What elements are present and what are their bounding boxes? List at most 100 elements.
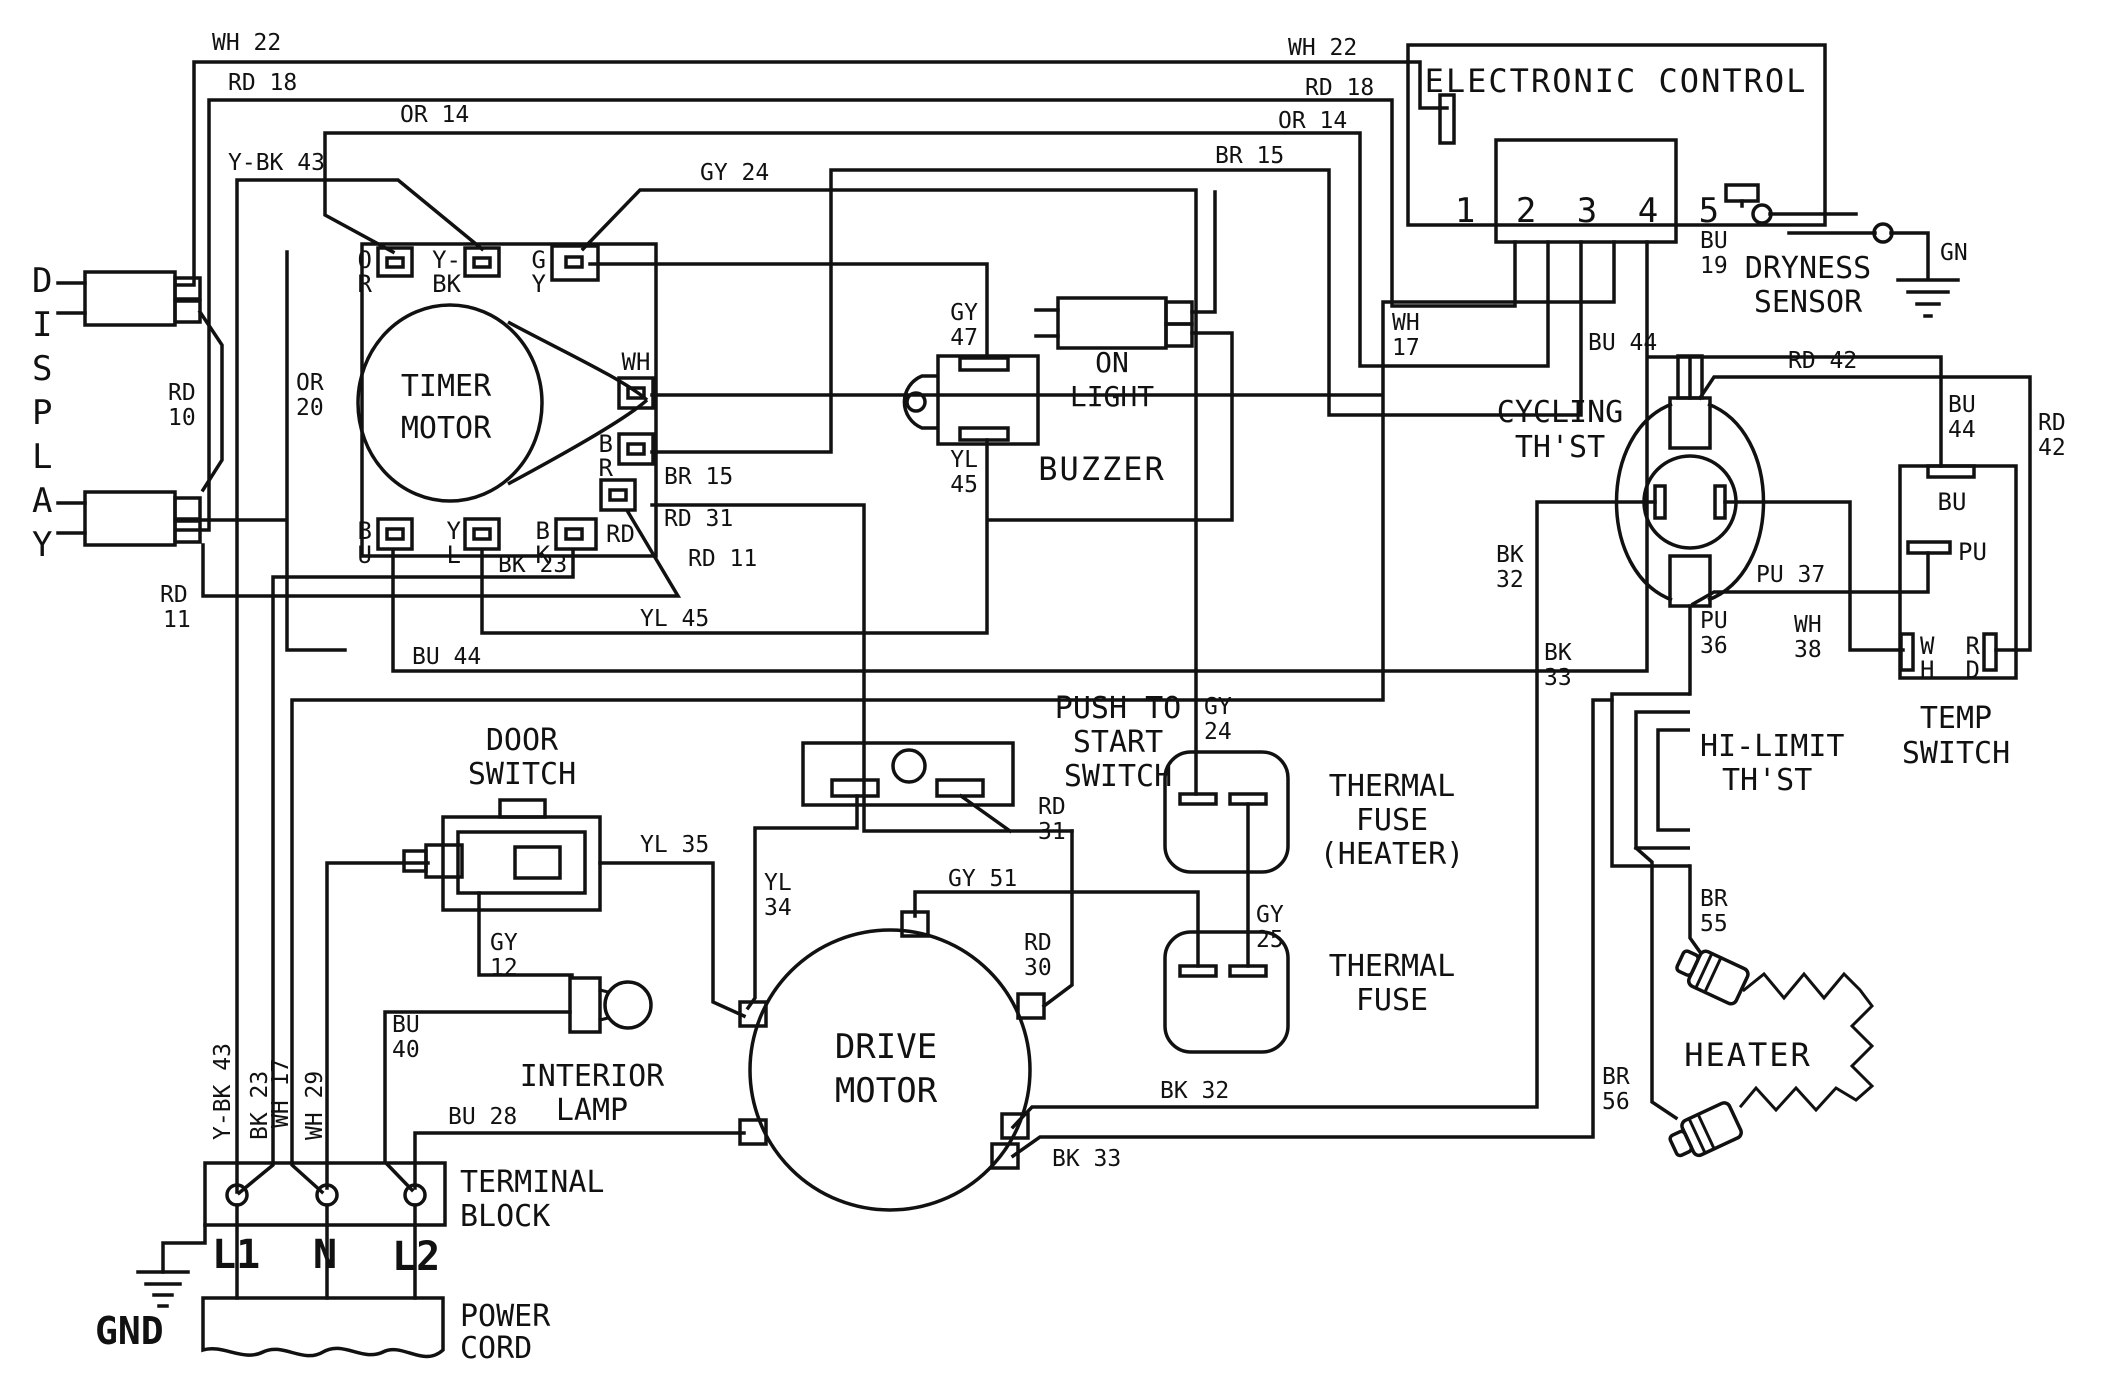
label-bu19-2: 19 [1700, 253, 1728, 279]
ec-connector-box [1494, 138, 1678, 244]
terminal-letter: G [532, 246, 546, 274]
wire-gy24 [580, 188, 1198, 796]
terminal-letter: L [447, 541, 461, 569]
label-br55-2: 55 [1700, 911, 1728, 937]
tf-label-2: FUSE [1356, 983, 1428, 1018]
pts-slot-left [830, 778, 880, 798]
wire-yl35 [598, 861, 747, 1019]
label-rd11-display-2: 11 [163, 607, 191, 633]
temp-terminal-label: R [1966, 632, 1981, 660]
terminal-slot [564, 527, 584, 541]
fuse-slot [1178, 964, 1218, 978]
wire-labels: WH 22 RD 18 OR 14 Y-BK 43 GY 24 WH 22 RD… [160, 30, 2066, 1172]
label-bk23-timer: BK 23 [498, 552, 567, 578]
fuse-slot [1228, 964, 1268, 978]
label-bu40-1: BU [392, 1012, 420, 1038]
label-bk33-1: BK [1544, 640, 1572, 666]
power-cord-outline [201, 1296, 445, 1359]
wire-bu40 [383, 1010, 572, 1193]
ground-icon [1896, 278, 1960, 318]
label-yl45-buzzer-1: YL [950, 447, 978, 473]
tf-heater-label-1: THERMAL [1329, 769, 1455, 804]
n-label: N [313, 1232, 337, 1278]
label-rd11-display-1: RD [160, 582, 188, 608]
tf-heater-label-2: FUSE [1356, 803, 1428, 838]
display-connector-upper [83, 270, 177, 327]
plug-tip [1675, 949, 1700, 977]
label-br55-1: BR [1700, 886, 1728, 912]
wire-wh17 [290, 240, 1616, 1195]
wire-br55 [1688, 864, 1703, 955]
l1-label: L1 [212, 1232, 260, 1278]
label-gy25-2: 25 [1256, 927, 1284, 953]
terminal-box [599, 478, 637, 512]
ec-pin-numbers: 1 2 3 4 5 [1455, 191, 1729, 231]
terminal-n [315, 1183, 339, 1207]
dryness-label-1: DRYNESS [1745, 251, 1871, 286]
label-pu37: PU 37 [1756, 562, 1825, 588]
label-bu44-temp-1: BU [1948, 392, 1976, 418]
temp-slot-rd [1982, 632, 1998, 672]
timer-terminal-or: O R [358, 246, 414, 298]
wire-rd10 [197, 309, 224, 493]
motor-terminal-right-bottom [990, 1142, 1020, 1170]
wire-br15 [650, 168, 1583, 454]
label-or20-2: 20 [296, 395, 324, 421]
terminal-letter: B [599, 430, 613, 458]
label-wh22-right: WH 22 [1288, 35, 1357, 61]
label-rd30-1: RD [1024, 930, 1052, 956]
plug-body [1680, 1101, 1743, 1158]
display-prongs-upper [56, 281, 87, 315]
wire-gy12 [477, 891, 574, 977]
tf-heater-label-3: (HEATER) [1320, 837, 1465, 872]
cycling-top-connector [1676, 354, 1704, 400]
heater-label: HEATER [1684, 1036, 1812, 1074]
timer-cam [356, 303, 544, 503]
label-rd11-timer: RD 11 [688, 546, 757, 572]
sensor-contact-1 [1751, 203, 1773, 225]
dryness-sensor-component: DRYNESS SENSOR [1745, 203, 1894, 320]
temp-slot-pu [1906, 540, 1952, 555]
hi-limit-brackets [1610, 692, 1690, 868]
fuse-body [1163, 750, 1290, 874]
wire-gnd [161, 1223, 207, 1274]
label-gy51: GY 51 [948, 866, 1017, 892]
buzzer-hole [905, 391, 927, 413]
label-wh22-left: WH 22 [212, 30, 281, 56]
wire-rd11 [201, 509, 682, 598]
electronic-control-component: ELECTRONIC CONTROL 1 2 3 4 5 [1406, 43, 1827, 244]
terminal-l1 [225, 1183, 249, 1207]
terminal-letter: Y- [432, 246, 461, 274]
display-prongs-lower [56, 501, 87, 535]
label-ybk43-left: Y-BK 43 [228, 150, 325, 176]
display-tab [173, 299, 202, 324]
label-bk33-2: 33 [1544, 665, 1572, 691]
thermal-fuse-heater-component: THERMAL FUSE (HEATER) [1163, 750, 1465, 874]
wire-bk32 [1010, 500, 1657, 1130]
ec-left-pin [1438, 93, 1456, 145]
timer-terminal-wh: WH [617, 348, 655, 410]
gnd-label: GND [95, 1309, 164, 1353]
label-br15-right: BR 15 [1215, 143, 1284, 169]
label-bu19-1: BU [1700, 228, 1728, 254]
ground-symbol-power [136, 1270, 190, 1308]
door-switch-contact [513, 845, 562, 880]
timer-motor-component: TIMER MOTOR O R Y- BK G Y WH B R R [356, 242, 658, 569]
wire-power-cord-leads [235, 1203, 417, 1300]
lamp-socket [568, 976, 602, 1034]
terminal-box [376, 246, 414, 278]
buzzer-slot-bottom [958, 426, 1010, 442]
wire-yl45 [480, 438, 989, 635]
label-bu44-cycling: BU 44 [1588, 330, 1657, 356]
wire-wh38 [1723, 500, 1905, 652]
label-yl34-1: YL [764, 870, 792, 896]
timer-terminal-bu: B U [358, 517, 414, 569]
wire-rd30 [1041, 829, 1074, 1009]
buzzer-label: BUZZER [1038, 450, 1166, 488]
label-rd42-temp-2: 42 [2038, 435, 2066, 461]
terminal-slot [472, 527, 492, 541]
on-light-component: ON LIGHT [1034, 296, 1194, 413]
pts-label-2: START [1073, 725, 1163, 760]
motor-terminal-left-bottom [738, 1118, 768, 1146]
